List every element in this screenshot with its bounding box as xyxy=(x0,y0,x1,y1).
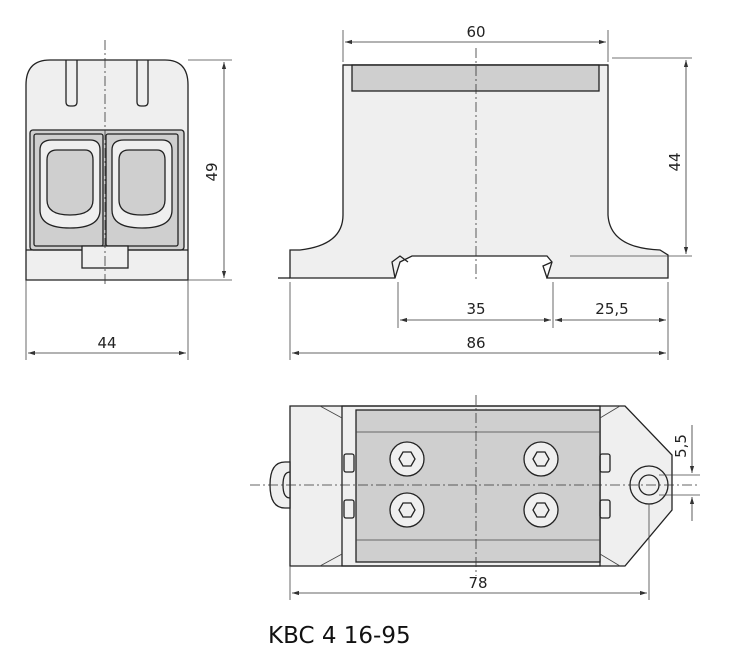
screw-bottom-left xyxy=(389,492,425,528)
side-total-label: 86 xyxy=(466,334,485,352)
hole-diameter-label: 5,5 xyxy=(672,434,690,458)
top-width-label: 78 xyxy=(468,574,487,592)
front-view: 49 44 xyxy=(25,40,232,360)
side-mid-label: 35 xyxy=(466,300,485,318)
screw-top-left xyxy=(389,441,425,477)
screw-top-right xyxy=(523,441,559,477)
front-height-label: 49 xyxy=(203,162,221,181)
side-top-width-label: 60 xyxy=(466,23,485,41)
side-height-label: 44 xyxy=(666,152,684,171)
top-view: 5,5 78 xyxy=(250,395,700,600)
model-label: KBC 4 16-95 xyxy=(268,623,411,649)
side-right-label: 25,5 xyxy=(595,300,628,318)
front-width-label: 44 xyxy=(97,334,116,352)
side-view: 60 44 35 25,5 86 xyxy=(278,23,692,360)
screw-bottom-right xyxy=(523,492,559,528)
